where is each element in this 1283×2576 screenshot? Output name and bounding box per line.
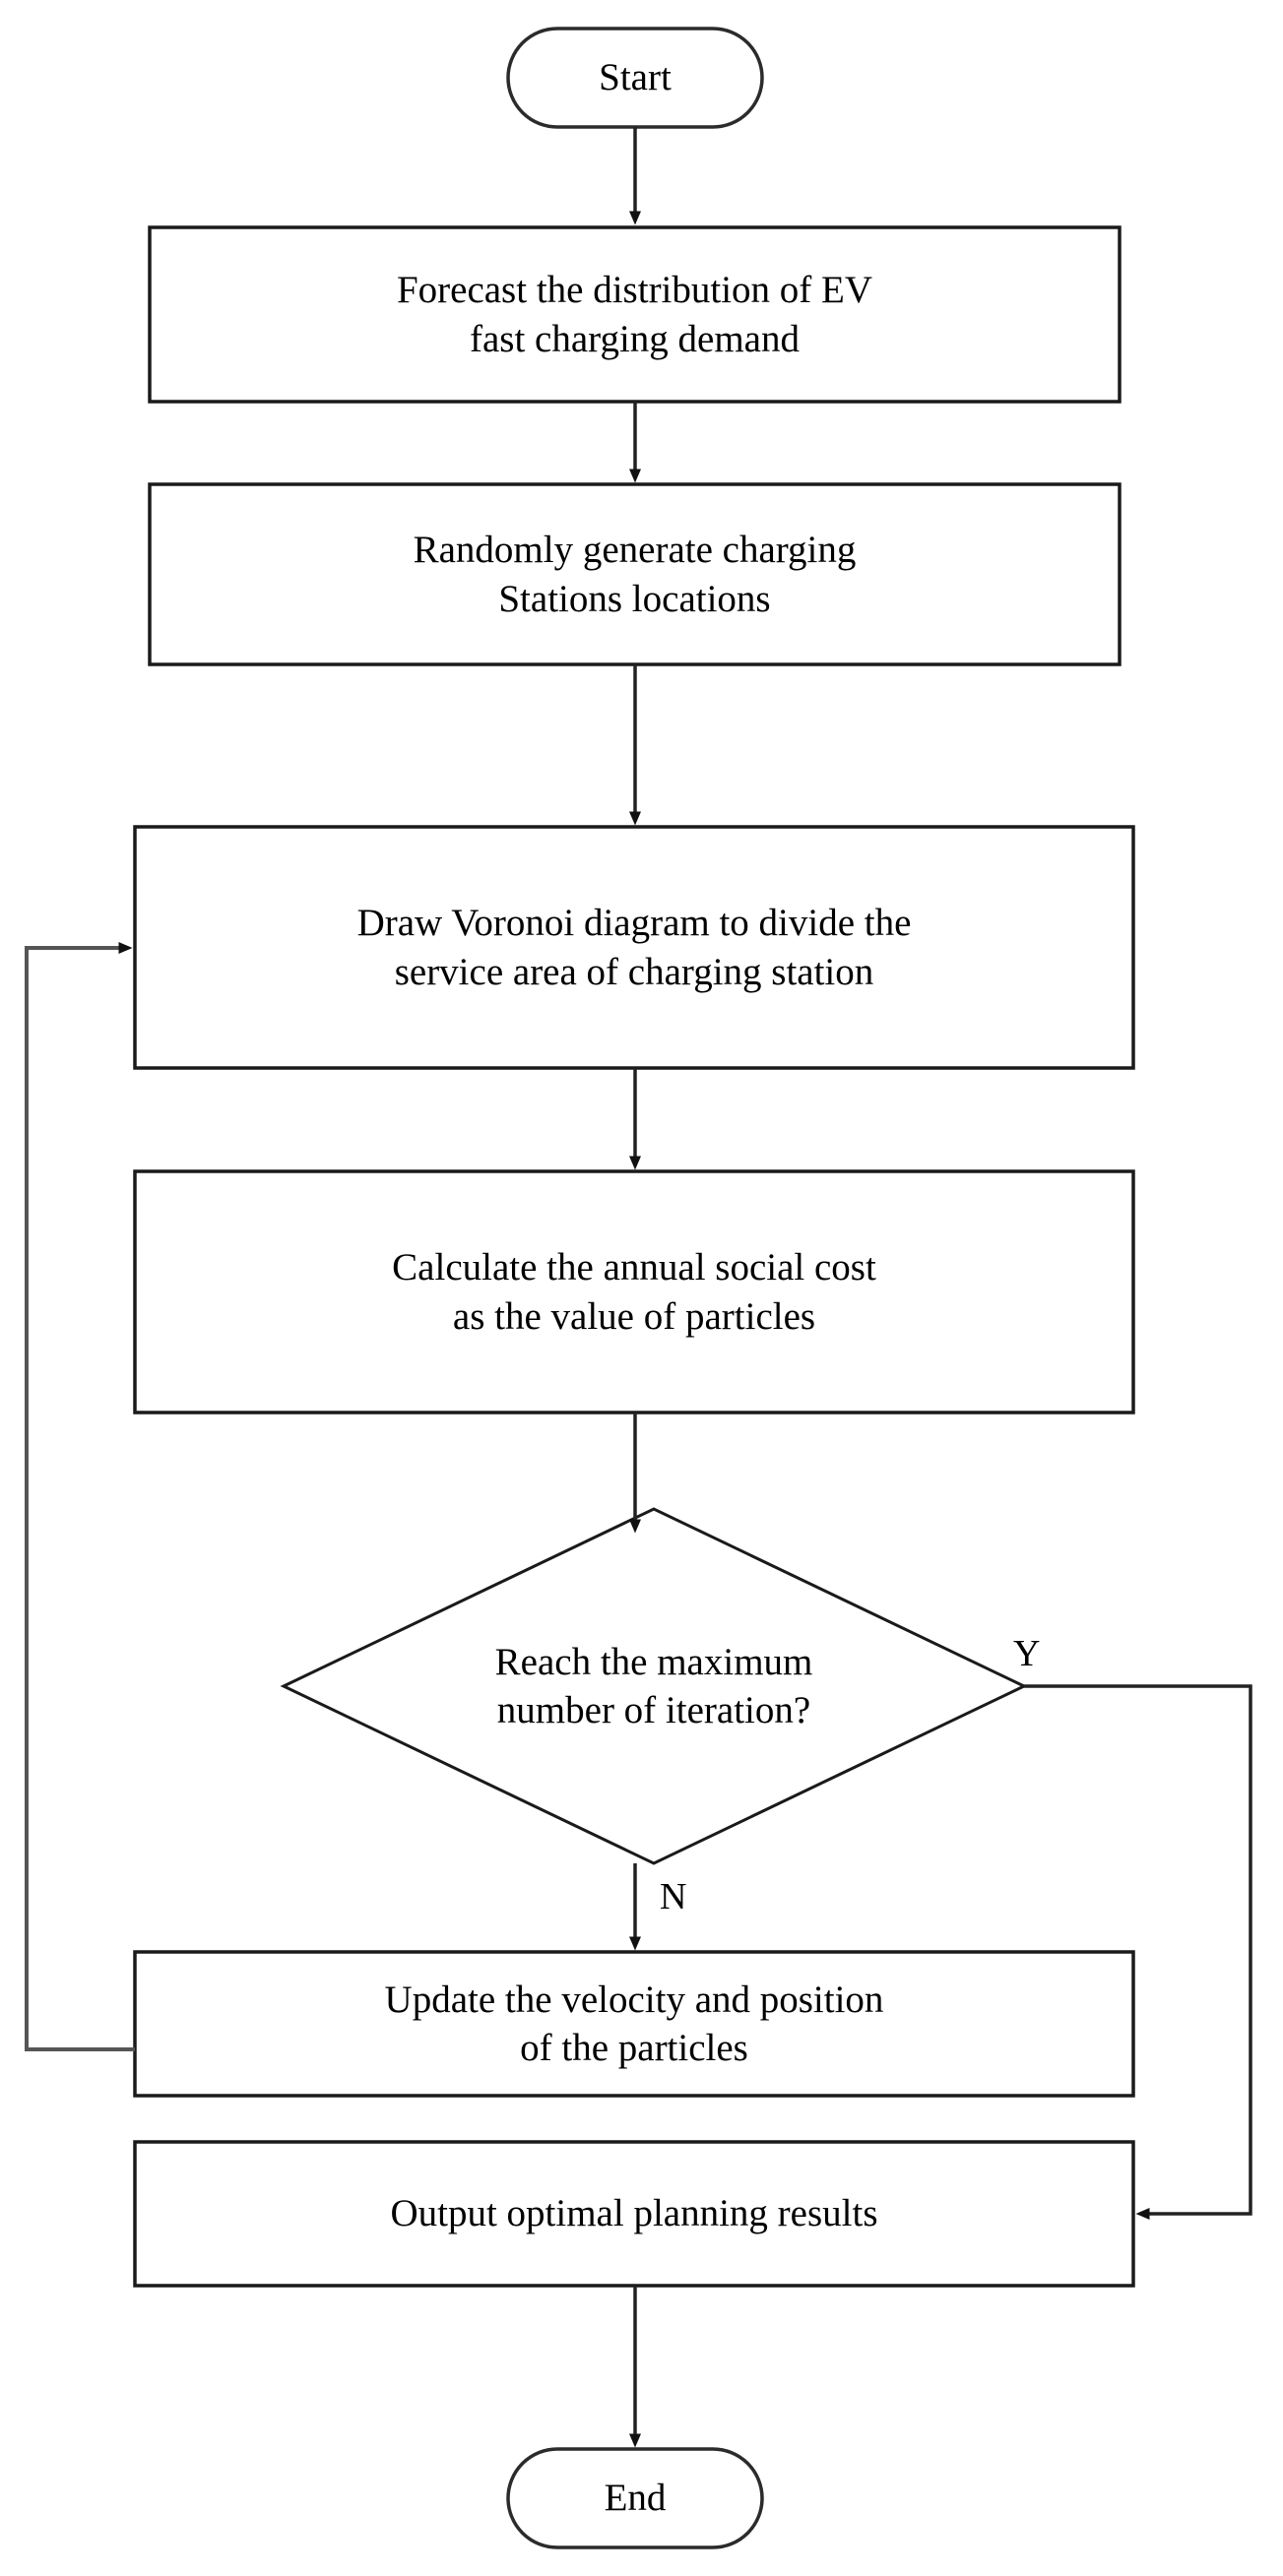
node-forecast-shape — [148, 225, 1122, 404]
node-end-shape — [506, 2447, 764, 2549]
node-output-shape — [133, 2140, 1135, 2288]
node-start-shape — [506, 27, 764, 129]
branch-label-no: N — [660, 1876, 687, 1917]
node-voronoi-shape — [133, 825, 1135, 1070]
connector-decision-yes-to-output — [1024, 1684, 1252, 2220]
node-update-shape — [133, 1950, 1135, 2098]
node-calculate-shape — [133, 1169, 1135, 1414]
branch-label-yes: Y — [1013, 1633, 1041, 1674]
node-generate-shape — [148, 482, 1122, 666]
connector-update-to-voronoi-feedback — [25, 942, 135, 2051]
node-decision-shape — [280, 1507, 1028, 1865]
